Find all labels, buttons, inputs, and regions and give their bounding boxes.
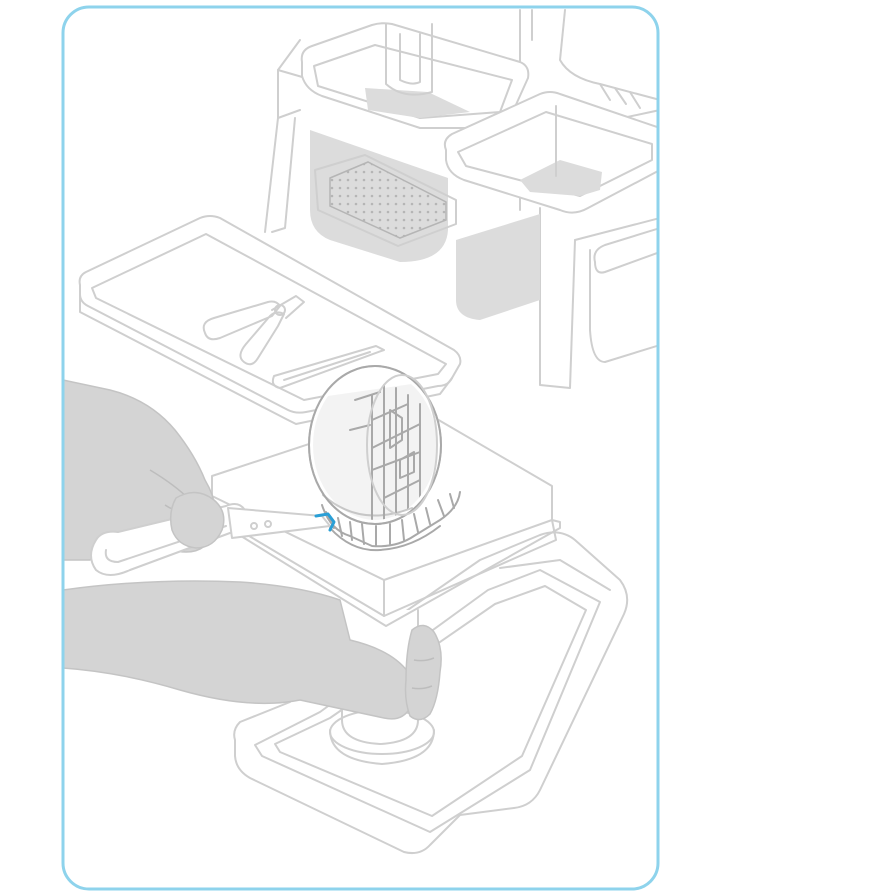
left-thumb-icon [171, 492, 224, 548]
